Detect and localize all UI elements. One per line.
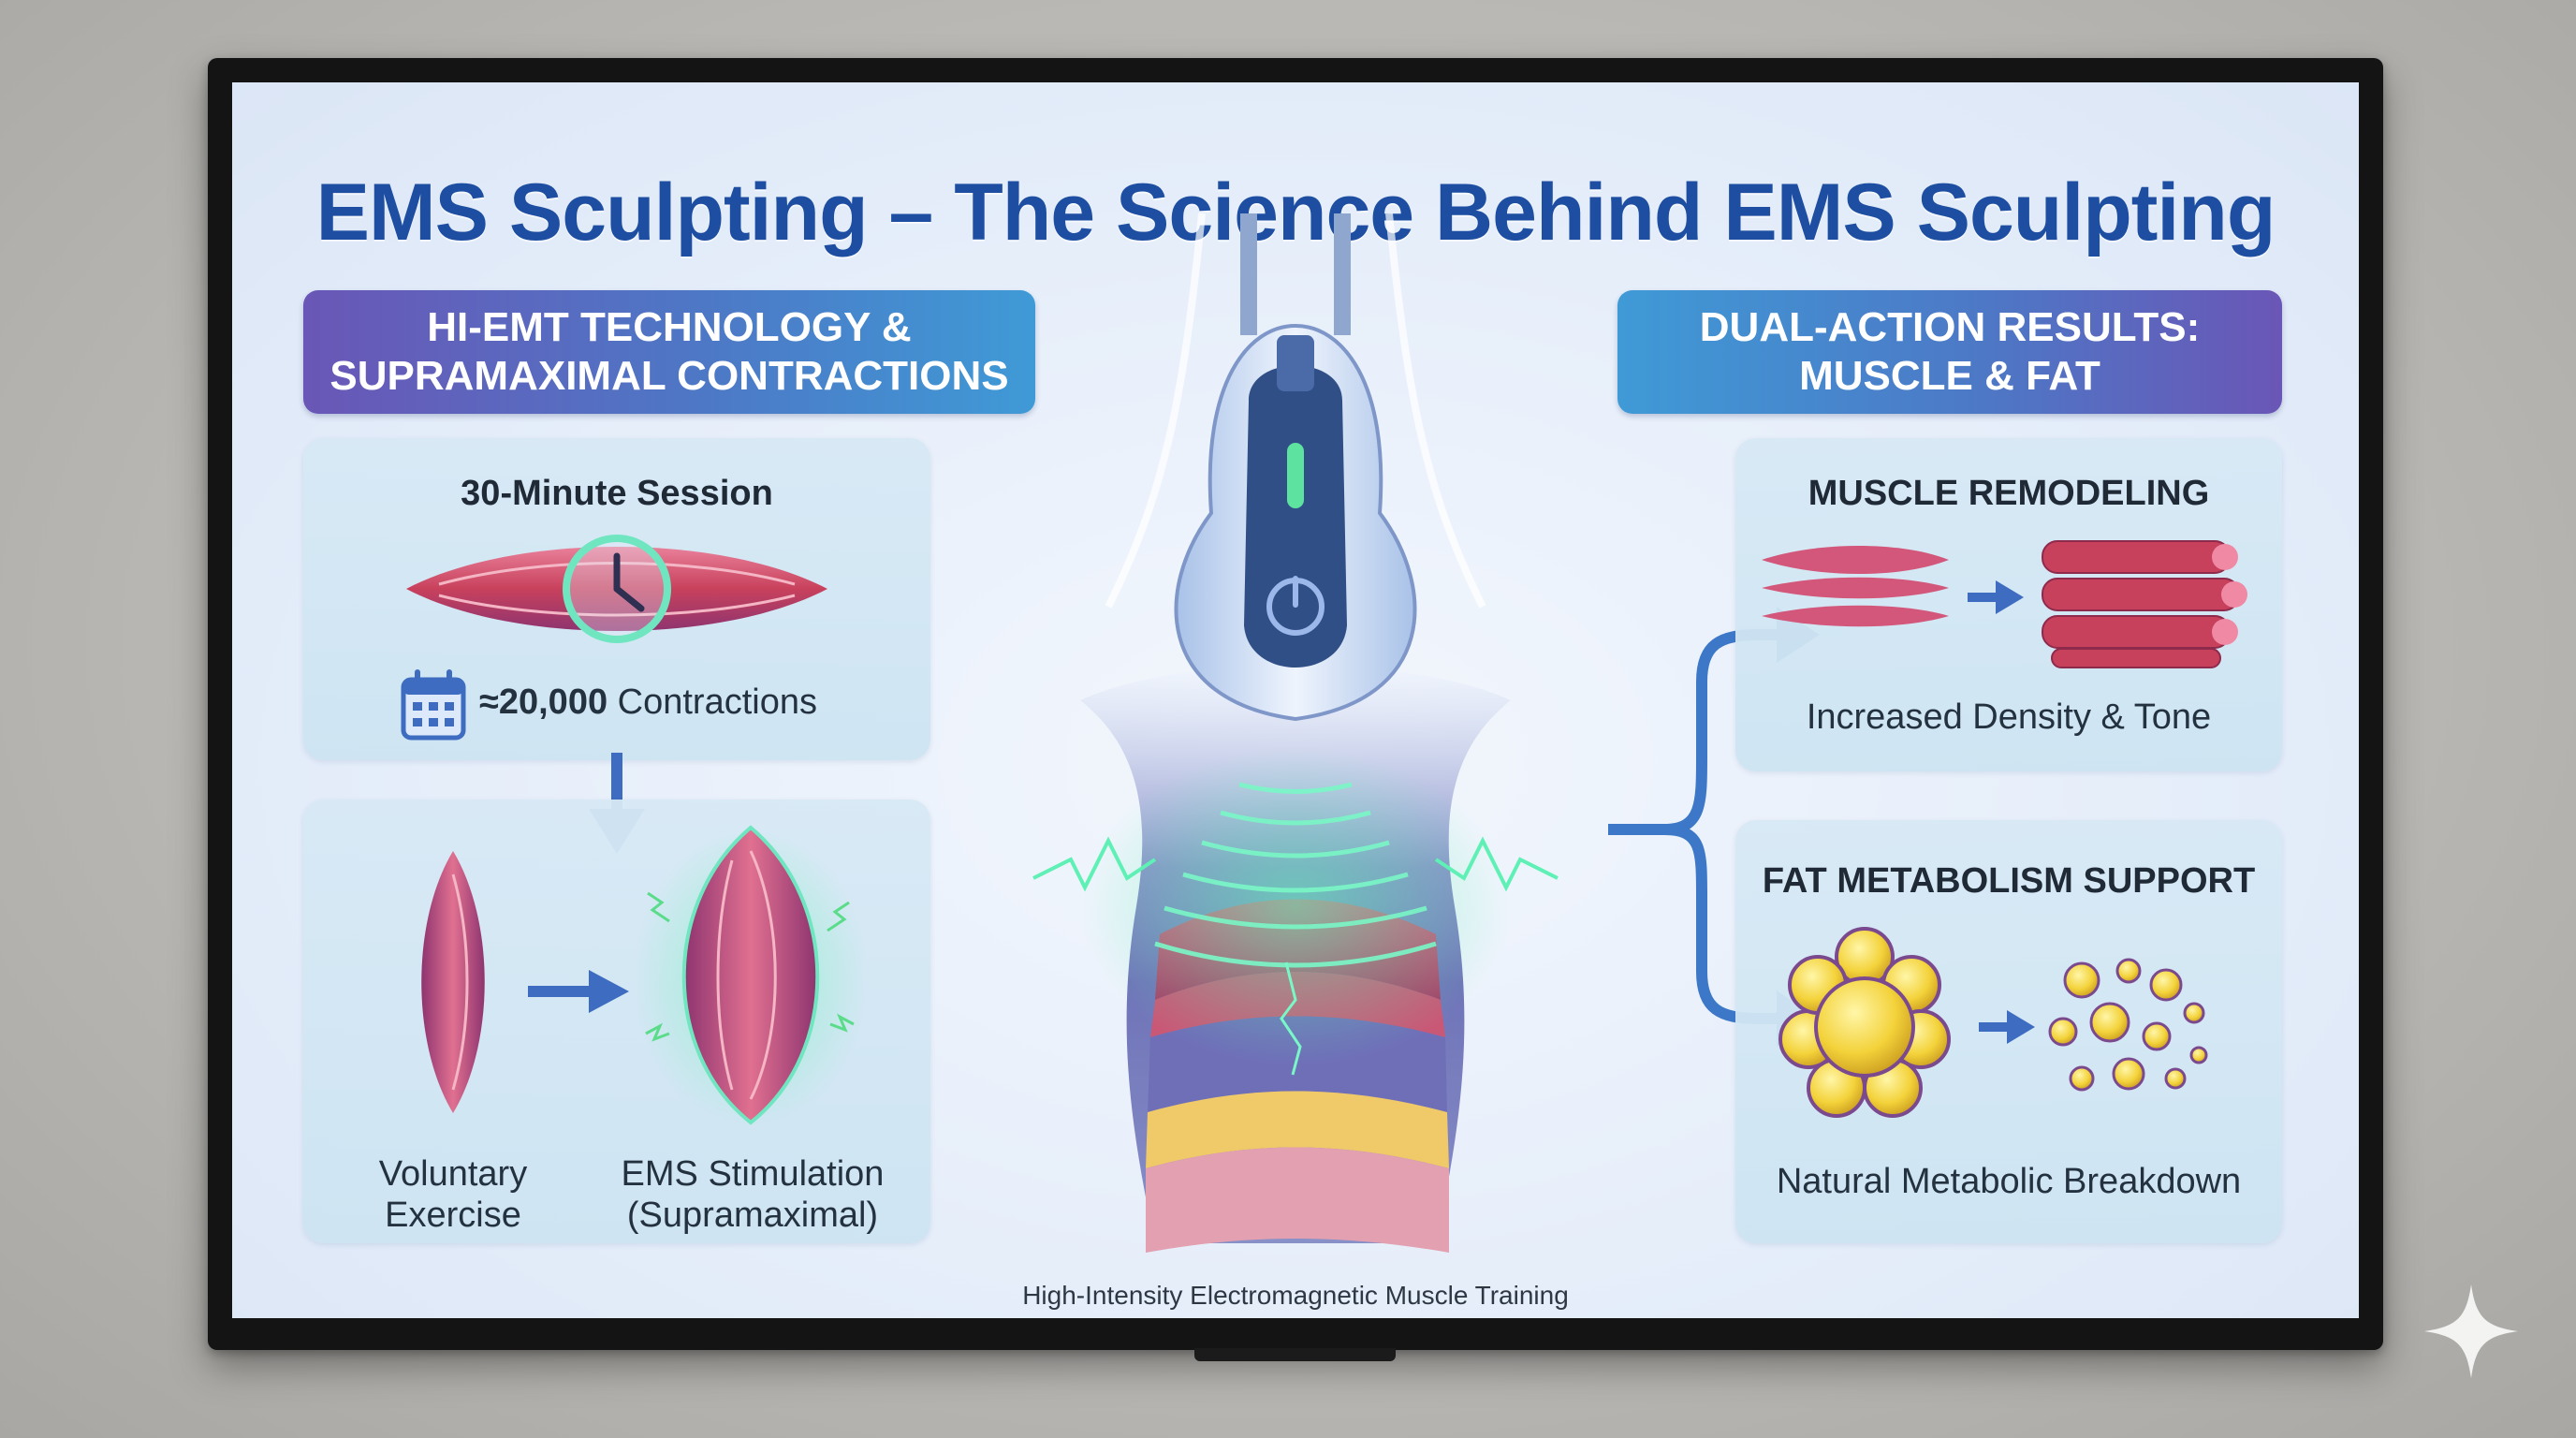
muscle-card-caption: Increased Density & Tone	[1806, 697, 2212, 737]
right-section-banner: DUAL-ACTION RESULTS: MUSCLE & FAT	[1617, 290, 2282, 414]
voluntary-line2: Exercise	[385, 1196, 521, 1235]
session-card-title: 30-Minute Session	[461, 474, 773, 513]
tv-stand	[1194, 1348, 1396, 1361]
right-banner-line1: DUAL-ACTION RESULTS:	[1699, 304, 2201, 350]
contractions-number: ≈20,000	[479, 682, 608, 722]
ems-muscle-illustration	[634, 825, 868, 1127]
comparison-card: Voluntary Exercise EMS Stimulation (Supr…	[303, 800, 930, 1243]
fat-metabolism-card: FAT METABOLISM SUPPORT	[1735, 820, 2282, 1243]
fat-card-title: FAT METABOLISM SUPPORT	[1762, 861, 2256, 901]
voluntary-exercise-label: Voluntary Exercise	[350, 1153, 556, 1236]
arrow-right-icon	[528, 970, 629, 1013]
contractions-count: ≈20,000 Contractions	[479, 682, 817, 723]
infographic-screen: EMS Sculpting – The Science Behind EMS S…	[232, 82, 2359, 1318]
right-banner-line2: MUSCLE & FAT	[1799, 353, 2100, 399]
contractions-label: Contractions	[607, 682, 817, 722]
voluntary-line1: Voluntary	[378, 1154, 528, 1194]
device-body-illustration	[1032, 213, 1559, 1253]
left-banner-line2: SUPRAMAXIMAL CONTRACTIONS	[329, 353, 1009, 399]
sparkle-icon	[2424, 1284, 2518, 1378]
left-section-banner: HI-EMT TECHNOLOGY & SUPRAMAXIMAL CONTRAC…	[303, 290, 1035, 414]
power-icon	[1266, 576, 1325, 636]
ems-line2: (Supramaximal)	[626, 1196, 879, 1235]
footer-caption: High-Intensity Electromagnetic Muscle Tr…	[1022, 1281, 1569, 1310]
muscle-fiber-illustration	[1762, 540, 2247, 668]
ems-line1: EMS Stimulation	[621, 1154, 885, 1194]
ems-stimulation-label: EMS Stimulation (Supramaximal)	[612, 1153, 893, 1236]
fat-cell-illustration	[1778, 927, 2208, 1118]
muscle-card-title: MUSCLE REMODELING	[1808, 474, 2210, 513]
voluntary-muscle-illustration	[421, 851, 485, 1113]
session-card: 30-Minute Session	[303, 438, 930, 760]
page-title: EMS Sculpting – The Science Behind EMS S…	[315, 168, 2276, 257]
calendar-icon	[401, 669, 466, 741]
clock-icon	[563, 535, 671, 643]
fat-card-caption: Natural Metabolic Breakdown	[1776, 1162, 2242, 1201]
muscle-clock-illustration	[406, 535, 827, 643]
tv-frame: EMS Sculpting – The Science Behind EMS S…	[208, 58, 2383, 1350]
muscle-remodeling-card: MUSCLE REMODELING In	[1735, 438, 2282, 771]
left-banner-line1: HI-EMT TECHNOLOGY &	[427, 304, 912, 350]
